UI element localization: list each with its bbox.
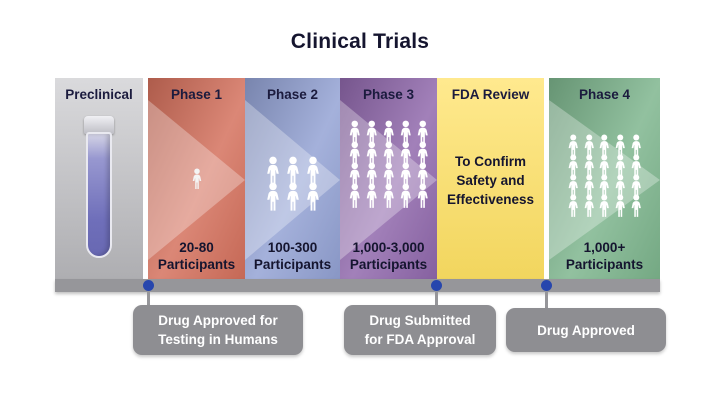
person-icon [347, 183, 363, 209]
callout-connector [545, 288, 548, 308]
stage-preclinical-label: Preclinical [65, 87, 133, 102]
test-tube-liquid [86, 132, 112, 258]
test-tube-icon [84, 116, 114, 261]
phase2-participants: 100-300 Participants [245, 239, 340, 273]
participants-count: 1,000-3,000 [352, 240, 425, 255]
participants-word: Participants [565, 257, 644, 272]
callout-drug-approved: Drug Approved [506, 308, 666, 352]
callout-line: Drug Approved for [158, 313, 278, 328]
timeline-dot-approval [541, 280, 552, 291]
person-icon [190, 168, 203, 190]
stage-phase2: Phase 2 100-300 Participants [245, 78, 340, 279]
callout-drug-submitted: Drug Submitted for FDA Approval [344, 305, 496, 355]
participants-count: 20-80 [179, 240, 214, 255]
participants-word: Participants [157, 257, 236, 272]
stage-phase1: Phase 1 20-80 Participants [148, 78, 245, 279]
person-icon [597, 194, 612, 218]
stage-phase3: Phase 3 1,000-3,000 Participants [340, 78, 437, 279]
person-icon [304, 182, 322, 212]
small-crowd-icon [260, 158, 326, 210]
phase1-participants: 20-80 Participants [148, 239, 245, 273]
person-icon [264, 182, 282, 212]
fda-note-line2: Safety and [456, 173, 525, 188]
callout-connector [435, 288, 438, 308]
callout-line: Drug Approved [537, 322, 635, 338]
stage-phase4-label: Phase 4 [578, 87, 631, 102]
participants-word: Participants [349, 257, 428, 272]
diagram-title: Clinical Trials [290, 30, 430, 53]
callout-line: for FDA Approval [364, 332, 476, 347]
test-tube-cap [84, 116, 114, 134]
person-icon [613, 194, 628, 218]
stage-fda-review-label: FDA Review [451, 87, 530, 102]
person-icon [582, 194, 597, 218]
stage-preclinical: Preclinical [55, 78, 143, 279]
fda-note-line1: To Confirm [455, 154, 526, 169]
fda-review-note: To Confirm Safety and Effectiveness [437, 152, 544, 209]
fda-note-line3: Effectiveness [446, 192, 535, 207]
callout-drug-approved-testing: Drug Approved for Testing in Humans [133, 305, 303, 355]
timeline-dot-testing [143, 280, 154, 291]
stage-phase3-label: Phase 3 [362, 87, 415, 102]
stage-phase4: Phase 4 1,000+ Participants [549, 78, 660, 279]
participants-count: 100-300 [267, 240, 318, 255]
timeline-bar [55, 279, 660, 292]
stage-fda-review: FDA Review To Confirm Safety and Effecti… [437, 78, 544, 279]
callout-line: Drug Submitted [369, 313, 471, 328]
participants-count: 1,000+ [583, 240, 626, 255]
phase4-participants: 1,000+ Participants [549, 239, 660, 273]
person-icon [381, 183, 397, 209]
callout-line: Testing in Humans [158, 332, 278, 347]
participants-word: Participants [253, 257, 332, 272]
large-crowd-icon [345, 122, 433, 206]
timeline-dot-submission [431, 280, 442, 291]
large-crowd-icon [564, 136, 646, 216]
person-icon [629, 194, 644, 218]
callout-connector [147, 288, 150, 308]
person-icon [566, 194, 581, 218]
person-icon [284, 182, 302, 212]
person-icon [415, 183, 431, 209]
stage-phase2-label: Phase 2 [266, 87, 319, 102]
stage-phase1-label: Phase 1 [170, 87, 223, 102]
phase3-participants: 1,000-3,000 Participants [340, 239, 437, 273]
person-icon [364, 183, 380, 209]
person-icon [398, 183, 414, 209]
